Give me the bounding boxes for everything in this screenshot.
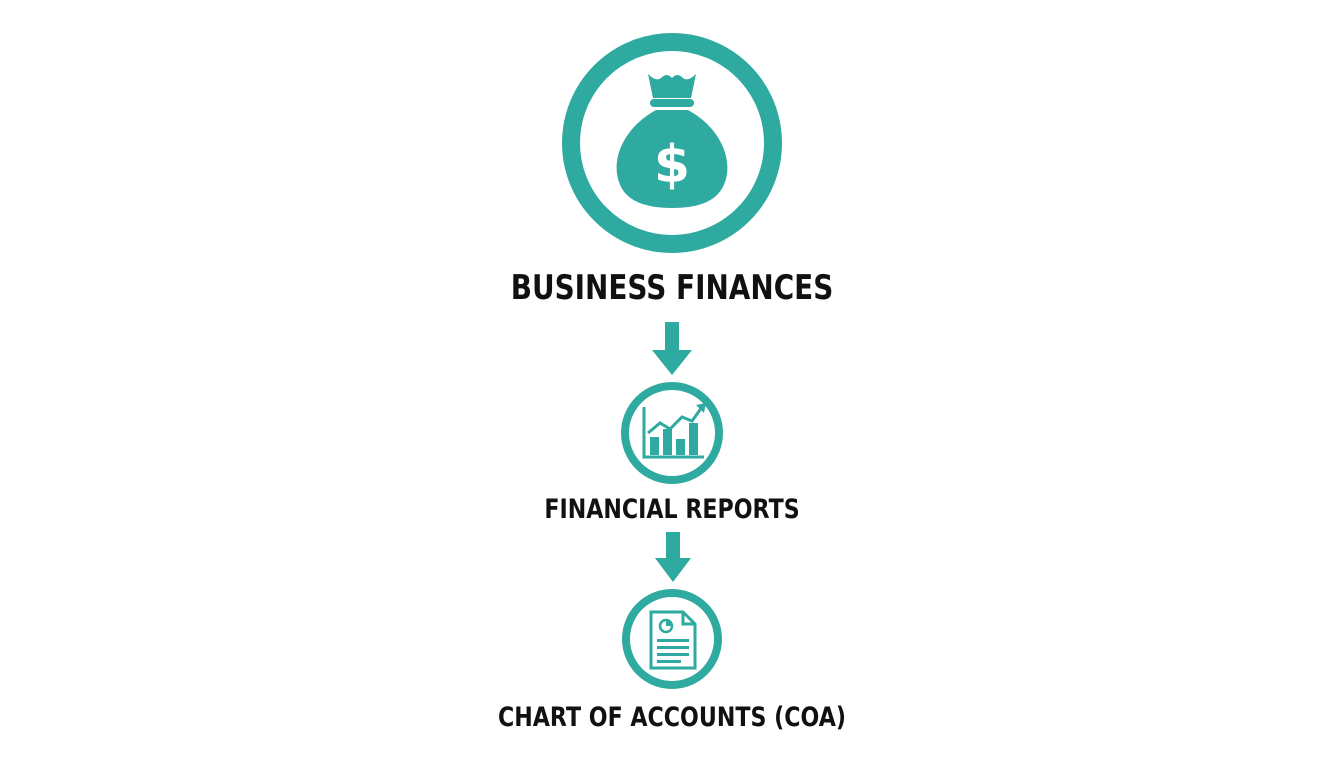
document-report-icon xyxy=(622,589,722,689)
business-finances-label: BUSINESS FINANCES xyxy=(510,268,834,308)
financial-reports-node xyxy=(620,381,724,485)
svg-text:$: $ xyxy=(654,135,690,195)
business-finances-node: $ xyxy=(561,32,783,254)
arrow-down-icon xyxy=(655,532,691,582)
financial-reports-label: FINANCIAL REPORTS xyxy=(544,494,800,525)
money-bag-dollar-icon: $ xyxy=(562,33,782,253)
arrow-down-icon xyxy=(652,322,692,375)
bar-chart-growth-icon xyxy=(621,382,723,484)
chart-of-accounts-label: CHART OF ACCOUNTS (COA) xyxy=(497,702,846,733)
chart-of-accounts-node xyxy=(621,588,723,690)
